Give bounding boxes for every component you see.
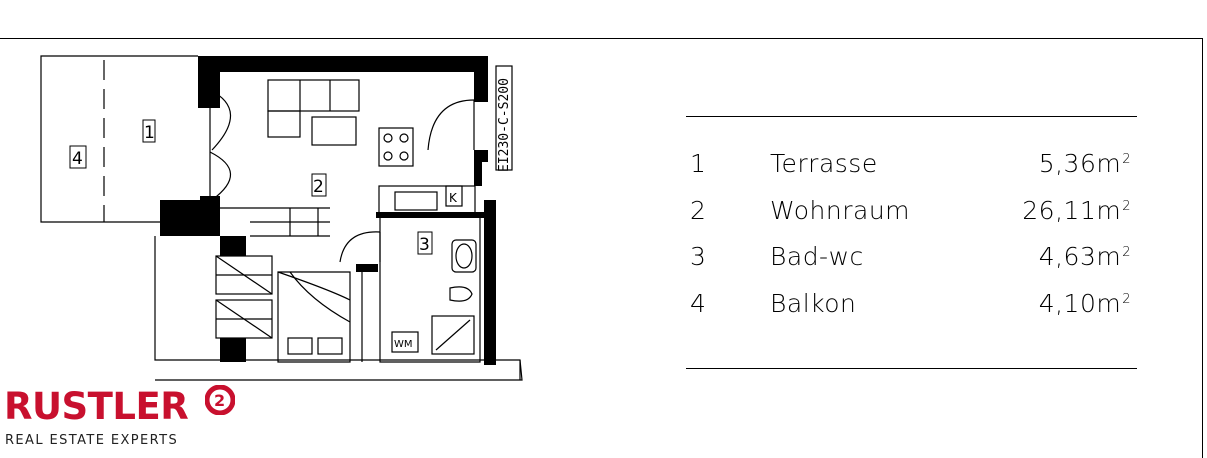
sink: [451, 239, 477, 273]
legend-room-name: Bad-wc: [770, 242, 864, 272]
terrace-door-arc: [209, 151, 231, 201]
legend-room-area: 5,36m2: [1038, 149, 1131, 178]
legend-room-name: Balkon: [770, 289, 857, 319]
legend-room-area: 4,10m2: [1038, 289, 1131, 319]
logo-tagline: REAL ESTATE EXPERTS: [5, 433, 179, 448]
legend-room-area: 4,63m2: [1038, 242, 1131, 272]
legend-row: 2 Wohnraum 26,11m2: [686, 196, 1137, 243]
company-logo: RUSTLER 2 REAL ESTATE EXPERTS: [4, 383, 244, 453]
floor-plan: EI230-C-S200 1 2 3 4 K WM: [40, 55, 523, 381]
walls: [160, 56, 496, 365]
legend-room-number: 1: [690, 149, 707, 178]
legend-room-area: 26,11m2: [1022, 195, 1131, 225]
room-number-4: 4: [72, 149, 83, 169]
legend-row: 3 Bad-wc 4,63m2: [686, 242, 1137, 289]
washing-machine-box: [391, 331, 419, 353]
building-outline: [154, 236, 523, 381]
logo-wordmark: RUSTLER: [4, 385, 189, 428]
room-number-3: 3: [419, 235, 430, 255]
washing-machine-label: WM: [394, 339, 413, 350]
legend-row: 4 Balkon 4,10m2: [686, 289, 1137, 336]
svg-text:2: 2: [214, 391, 225, 410]
kitchen-fixture-label: K: [449, 191, 458, 205]
room-number-2: 2: [313, 177, 324, 197]
bath-door-arc: [339, 231, 381, 263]
legend-room-name: Wohnraum: [770, 195, 911, 225]
logo-badge-icon: 2: [205, 385, 235, 415]
legend-room-number: 4: [690, 289, 707, 319]
legend-room-number: 2: [690, 195, 707, 225]
room-number-1: 1: [144, 123, 155, 143]
shower: [431, 315, 475, 355]
drawing-frame: [0, 38, 1203, 458]
coffee-table: [311, 116, 357, 146]
room-legend: 1 Terrasse 5,36m2 2 Wohnraum 26,11m2 3 Bad-wc 4,…: [686, 116, 1137, 369]
sofa: [267, 79, 360, 112]
toilet: [449, 286, 473, 302]
legend-room-number: 3: [690, 242, 707, 272]
legend-rows: 1 Terrasse 5,36m2 2 Wohnraum 26,11m2 3 Bad-wc 4,…: [686, 117, 1137, 368]
entry-door-arc: [427, 99, 475, 151]
balcony-outline: [40, 55, 198, 223]
bed: [277, 271, 351, 363]
legend-room-name: Terrasse: [770, 149, 878, 178]
stove: [378, 127, 414, 167]
fire-door-code: EI230-C-S200: [497, 78, 512, 172]
legend-bottom-rule: [686, 367, 1137, 369]
legend-top-rule: [686, 116, 1137, 117]
legend-row: 1 Terrasse 5,36m2: [686, 149, 1137, 196]
